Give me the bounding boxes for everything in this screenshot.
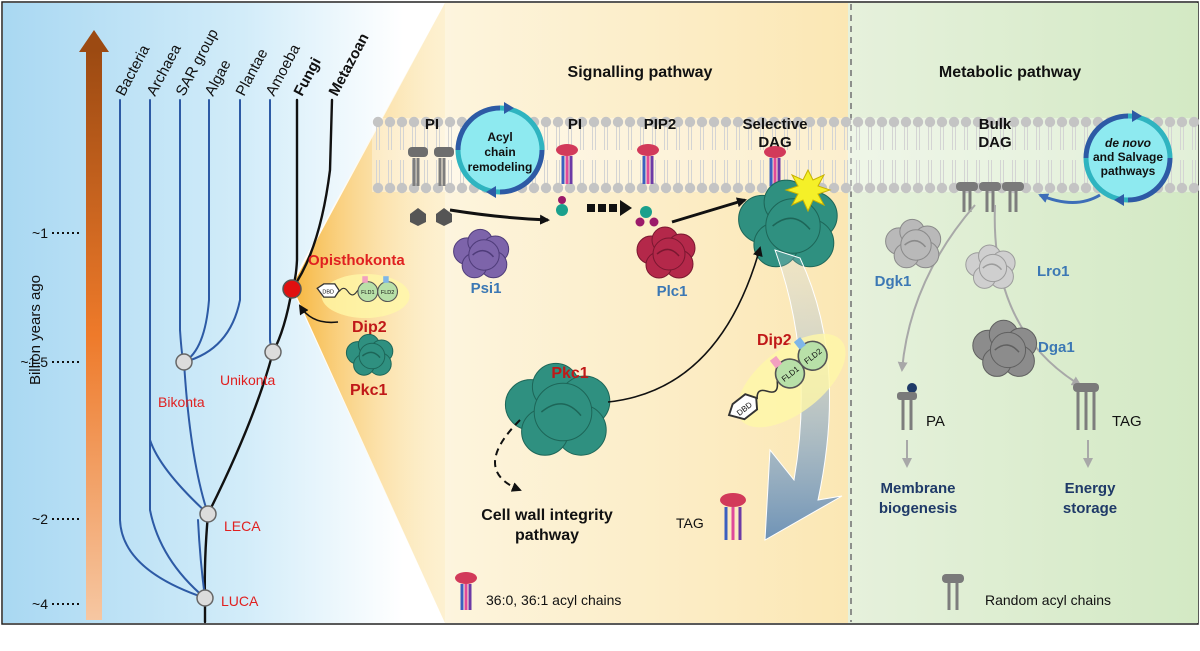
cwi-dashed-arrow: [494, 419, 522, 492]
salvage-to-dag-arrow: [1038, 193, 1101, 204]
lro1-label: Lro1: [1037, 263, 1070, 280]
tag-label-signalling: TAG: [676, 515, 704, 531]
tag-lipid: [1073, 383, 1099, 430]
branch-archaea: [149, 99, 206, 599]
pi-label-1: PI: [425, 116, 439, 133]
legend-random-chains: Random acyl chains: [985, 592, 1111, 608]
plc1-label: Plc1: [657, 283, 688, 300]
dgk1-enzyme: [885, 218, 942, 269]
svg-text:DBD: DBD: [322, 289, 334, 295]
membrane-lipids: [408, 144, 786, 227]
time-arrow-head: [79, 30, 109, 52]
bulk-dag-lipids: [956, 182, 1024, 212]
pkc1-label-tree: Pkc1: [350, 382, 387, 399]
random-chain-legend-icon: [942, 574, 964, 610]
pa-label: PA: [926, 413, 945, 430]
branch-plantae: [183, 99, 241, 363]
signalling-title: Signalling pathway: [568, 64, 713, 81]
dga1-label: Dga1: [1038, 339, 1075, 356]
branch-unikonta: [206, 350, 275, 516]
bikonta-label: Bikonta: [158, 394, 205, 410]
dgk1-label: Dgk1: [875, 273, 912, 290]
opisthokonta-label: Opisthokonta: [308, 252, 405, 269]
pip2-label: PIP2: [644, 116, 677, 133]
tick-label: ~2: [32, 511, 48, 527]
pkc1-activation-arrow: [607, 246, 763, 403]
branch-metazoan: [290, 98, 334, 291]
tag-lipid-signalling: [720, 493, 746, 540]
bikonta-node: [175, 353, 193, 371]
pathways-label: pathways: [1101, 164, 1156, 178]
leca-label: LECA: [224, 518, 261, 534]
svg-text:FLD2: FLD2: [381, 290, 394, 296]
tick-label: ~1.5: [20, 354, 48, 370]
dotted-arrow: [587, 200, 632, 216]
tick-label: ~4: [32, 596, 48, 612]
svg-text:FLD1: FLD1: [361, 290, 374, 296]
axis-label: Billion years ago: [27, 275, 44, 385]
unikonta-label: Unikonta: [220, 372, 275, 388]
branch-bikonta: [183, 361, 209, 515]
pip2-to-dag-arrow: [671, 197, 747, 224]
plc1-protein: [636, 226, 696, 279]
luca-node: [196, 589, 214, 607]
lro1-enzyme: [965, 244, 1016, 289]
branch-leca-inner: [149, 439, 209, 515]
selective-chain-legend-icon: [455, 572, 477, 610]
lro1-dga1-arrow: [993, 204, 1082, 387]
branch-bacteria: [119, 99, 206, 599]
time-ticks: ~1 ~1.5 ~2 ~4: [20, 225, 80, 612]
activation-burst: [784, 168, 832, 213]
dgk1-arrow: [897, 204, 976, 372]
dga1-enzyme: [972, 319, 1038, 377]
pi-to-pi-arrow: [449, 208, 550, 225]
pkc1-protein: [504, 362, 611, 456]
dip2-label-tree: Dip2: [352, 319, 387, 336]
pkc1-bound-dag: [738, 179, 838, 268]
psi1-protein: [453, 228, 510, 279]
dip2-arrow: [298, 304, 339, 324]
pi-label-2: PI: [568, 116, 582, 133]
pa-lipid: [897, 383, 917, 430]
legend-selective-chains: 36:0, 36:1 acyl chains: [486, 592, 621, 608]
pkc1-label: Pkc1: [551, 365, 588, 382]
salvage-label: and Salvage: [1093, 150, 1163, 164]
unikonta-node: [264, 343, 282, 361]
tick-label: ~1: [32, 225, 48, 241]
leca-node: [199, 505, 217, 523]
metabolic-title: Metabolic pathway: [939, 64, 1081, 81]
psi1-label: Psi1: [471, 280, 502, 297]
de-novo-label: de novo: [1105, 136, 1151, 150]
dip2-protein-tree: DBD FLD1 FLD2: [316, 274, 410, 318]
opisthokonta-node: [282, 279, 302, 299]
tag-label-metabolic: TAG: [1112, 413, 1142, 430]
pkc1-protein-tree: [345, 333, 394, 376]
metabolic-panel: [848, 3, 1198, 623]
acyl-remodeling-cycle: [455, 102, 545, 198]
luca-label: LUCA: [221, 593, 259, 609]
time-arrow: [86, 50, 102, 620]
dip2-label: Dip2: [757, 332, 792, 349]
de-novo-salvage-cycle: [1083, 110, 1173, 206]
